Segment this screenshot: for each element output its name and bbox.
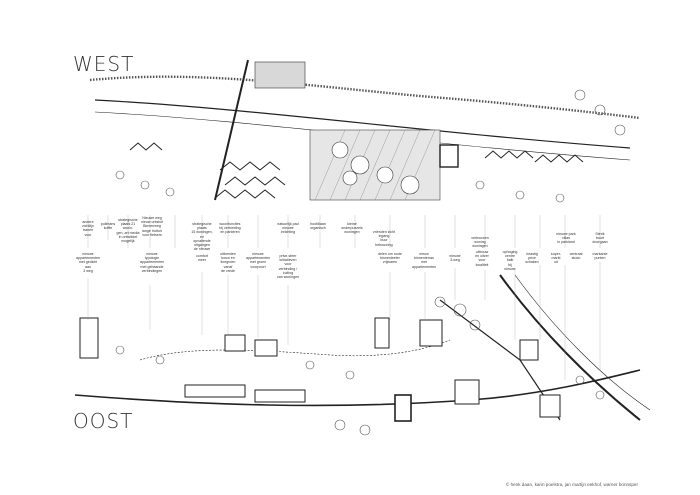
annotation-top: pullmans koffie (100, 222, 116, 231)
annotation-top: verbouwen woning woningen (471, 236, 489, 249)
annotation-bottom: nieuwe typologie appartementen met gebaa… (140, 252, 165, 273)
annotation-top: nieuwe park villas in parkland (556, 232, 576, 245)
annotation-top: vrienden zicht ingang buur bebouwing (372, 230, 396, 247)
west-garden-block (254, 61, 306, 89)
annotation-bottom: prive-sfeer initiatieven voor verbinding… (276, 254, 300, 280)
west-housing-blocks (129, 142, 584, 199)
annotation-top: woonfuncties bij verbinding en parkeren (219, 222, 241, 235)
annotation-top: strategische plaats 21 wonin- gen, art m… (116, 218, 140, 244)
annotation-top: andere zichtlijn tranen voor (82, 220, 94, 237)
annotation-bottom: markante punten (592, 252, 608, 261)
annotation-bottom: nieuwe appartementen met groen voorpoort (246, 252, 271, 269)
west-street-trees (115, 89, 626, 203)
annotation-bottom: nieuwe appartementen met gedicht aan 3 w… (76, 252, 101, 273)
annotation-bottom: nieuwe 3-weg (449, 254, 461, 263)
east-dyke-edge (514, 274, 651, 411)
west-main-road (94, 99, 631, 149)
east-buildings (79, 317, 561, 422)
west-plan (89, 59, 641, 203)
annotation-top: hoofdlaan organisch (310, 222, 326, 231)
annotation-bottom: uitbouw en uitzer voor kwaliteit (475, 250, 489, 267)
east-plan (74, 274, 651, 436)
annotation-top: natuurlijk pad nieuwe inrichting (277, 222, 299, 235)
annotation-top: strategische plaats 15 woningen, en opva… (191, 222, 213, 252)
west-small-building (439, 144, 459, 168)
west-tree-belt (89, 75, 641, 120)
annotation-bottom: comfort meer (196, 254, 208, 263)
annotation-bottom: ophoging centre balk bij nieuwe (502, 250, 518, 271)
west-diagonal-street (214, 59, 249, 201)
title-east: OOST (73, 409, 134, 433)
east-main-road (74, 369, 641, 407)
east-park-path (139, 339, 451, 361)
annotation-bottom: nieuw binnenterras met appartementen (412, 252, 437, 269)
credits-text: © henk daan, karin poelstra, jan martijn… (505, 482, 638, 487)
annotation-top: kleine onderpuzzels woningen (341, 222, 363, 235)
west-park-trees (331, 141, 420, 195)
annotation-bottom: inrastig prive schaken (525, 252, 539, 265)
annotation-leader-lines (87, 215, 601, 380)
annotation-top: Sterik buurt doorgaan (592, 232, 608, 245)
annotation-bottom: uitbreiden bouw en linegroen vanaf de vr… (220, 252, 236, 273)
annotation-top: Nieuwe weg nieuw ontsluit Binnenweg lang… (141, 216, 163, 237)
annotation-bottom: super- markt uit (550, 252, 562, 265)
annotation-bottom: delen om route binnenleefer vrijwaren (378, 252, 402, 265)
title-west: WEST (73, 52, 135, 76)
east-trees (115, 296, 605, 436)
annotation-bottom: centraal studo (569, 252, 583, 261)
